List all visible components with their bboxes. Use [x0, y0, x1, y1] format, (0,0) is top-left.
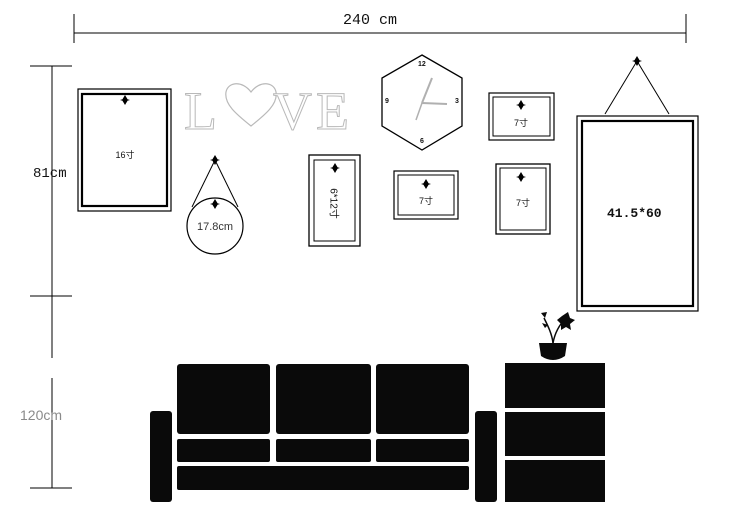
- frames-height-label: 81cm: [33, 166, 67, 182]
- round-frame: [186, 159, 244, 255]
- clock-number-12: 12: [418, 61, 426, 68]
- frame-6x12-inch: [308, 154, 361, 247]
- width-label: 240 cm: [342, 12, 397, 29]
- frame-16-inch: [77, 88, 172, 212]
- height-dimension-line: [30, 65, 72, 489]
- clock-number-6: 6: [420, 138, 424, 145]
- nail-icon: [516, 172, 526, 182]
- frame-7-top-label: 7寸: [513, 118, 528, 128]
- frame-7-vertical-label: 7寸: [515, 198, 530, 208]
- side-cabinet: [505, 363, 605, 502]
- love-letters-ve: VE: [273, 81, 353, 142]
- hexagon-clock: [381, 54, 463, 151]
- nail-icon: [632, 56, 642, 66]
- frame-large: [576, 60, 699, 312]
- frame-large-label: 41.5*60: [607, 206, 662, 221]
- sofa: [150, 364, 497, 502]
- nail-icon: [210, 155, 220, 165]
- potted-plant: [539, 312, 575, 360]
- clock-number-9: 9: [385, 98, 389, 105]
- nail-icon: [330, 163, 340, 173]
- round-frame-label: 17.8cm: [196, 221, 234, 233]
- frame-7-inch-top: [488, 92, 555, 141]
- clock-number-3: 3: [455, 98, 459, 105]
- nail-icon: [210, 199, 220, 209]
- frame-7-inch-small: [393, 170, 459, 220]
- nail-icon: [516, 100, 526, 110]
- frame-16-label: 16寸: [115, 150, 135, 160]
- sofa-height-label: 120cm: [20, 407, 63, 423]
- nail-icon: [421, 179, 431, 189]
- heart-icon: [225, 83, 277, 127]
- love-letter-l: L: [184, 81, 221, 142]
- frame-7-small-label: 7寸: [418, 196, 433, 206]
- nail-icon: [120, 95, 130, 105]
- frame-7-inch-vertical: [495, 163, 551, 235]
- frame-6x12-label: 6*12寸: [327, 188, 339, 219]
- love-letters-decor: L VE: [184, 80, 353, 142]
- width-dimension-line: [73, 14, 687, 43]
